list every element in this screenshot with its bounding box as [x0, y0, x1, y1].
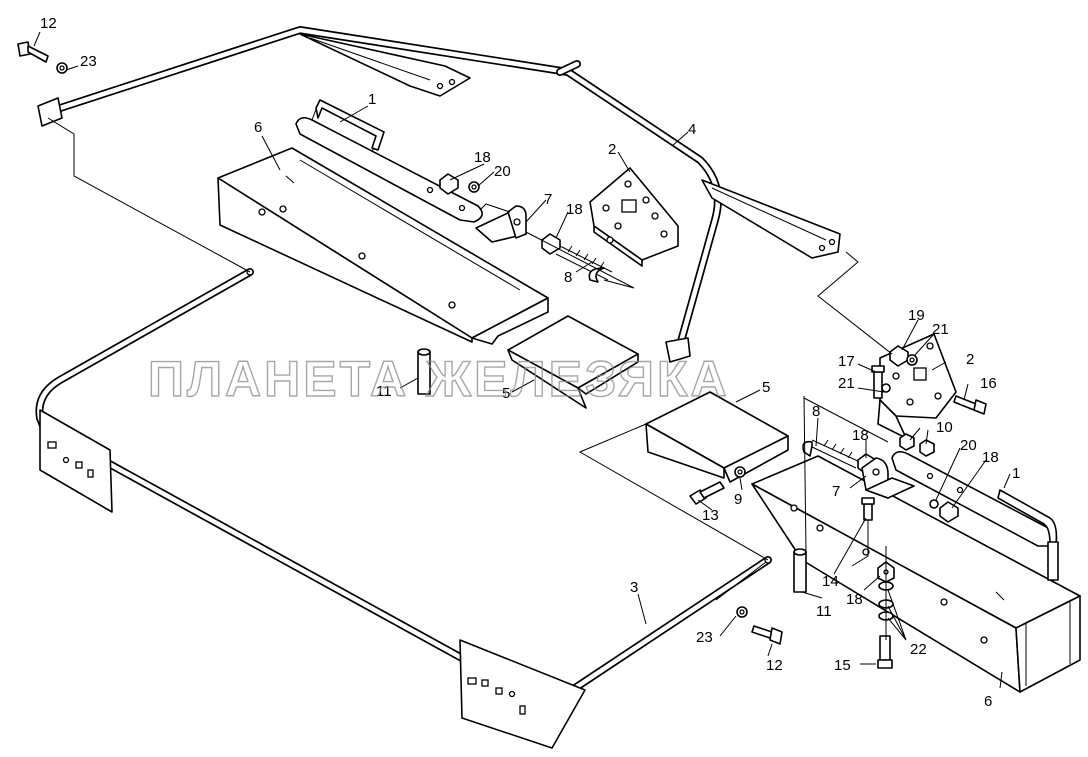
callout-4: 4	[688, 121, 696, 138]
callout-19: 19	[908, 307, 925, 324]
callout-20-upper: 20	[494, 163, 511, 180]
part-11-left-sleeve	[417, 348, 431, 395]
part-20-washer-upper	[468, 181, 480, 193]
callout-18-right-b: 18	[982, 449, 999, 466]
part-20-washer-right	[929, 499, 939, 509]
part-23-washer-bottom	[736, 606, 748, 618]
assembly-guide-lines	[47, 117, 893, 640]
callout-7-upper: 7	[544, 191, 552, 208]
callout-3: 3	[630, 579, 638, 596]
part-12-bolt-upper-left	[17, 41, 49, 63]
part-1-upper-handle	[295, 99, 483, 223]
part-14-bolt	[861, 497, 875, 521]
callout-12-bottom: 12	[766, 657, 783, 674]
callout-17: 17	[838, 353, 855, 370]
callout-22: 22	[910, 641, 927, 658]
part-18-nut-right-b	[939, 501, 959, 523]
part-23-washer-upper-left	[56, 62, 68, 74]
callout-7-right: 7	[832, 483, 840, 500]
part-15-bolt	[877, 635, 893, 669]
callout-11-right: 11	[816, 603, 832, 620]
part-16-bolt	[953, 395, 987, 415]
callout-12-upper: 12	[40, 15, 57, 32]
callout-10: 10	[936, 419, 953, 436]
part-21-washer-b	[881, 383, 891, 393]
part-8-upper-hook-bolt	[555, 245, 613, 283]
part-2-upper-plate	[589, 167, 679, 267]
part-11-right-sleeve	[793, 548, 807, 593]
part-7-right-bracket	[861, 457, 915, 499]
part-3-lower-frame	[35, 268, 772, 749]
callout-1-upper: 1	[368, 91, 376, 108]
callout-1-right: 1	[1012, 465, 1020, 482]
callout-11-left: 11	[376, 383, 392, 400]
part-9-washer	[734, 466, 746, 478]
callout-20-right: 20	[960, 437, 977, 454]
callout-6-left: 6	[254, 119, 262, 136]
callout-8-right: 8	[812, 403, 820, 420]
watermark-text: ПЛАНЕТА ЖЕЛЕЗЯКА	[148, 351, 730, 407]
callout-13: 13	[702, 507, 719, 524]
callout-leaders	[33, 31, 1011, 689]
part-1-right-handle	[891, 450, 1059, 581]
callout-16: 16	[980, 375, 997, 392]
callout-21-a: 21	[932, 321, 949, 338]
part-18-nut-upper-a	[439, 173, 459, 195]
callout-23-bottom: 23	[696, 629, 713, 646]
part-5-right-box	[645, 391, 789, 483]
callout-5-left: 5	[502, 385, 510, 402]
callout-2-upper: 2	[608, 141, 616, 158]
callout-14: 14	[822, 573, 839, 590]
callout-15: 15	[834, 657, 851, 674]
callout-2-right: 2	[966, 351, 974, 368]
callout-18-upper-a: 18	[474, 149, 491, 166]
callout-9: 9	[734, 491, 742, 508]
callout-18-right-a: 18	[852, 427, 869, 444]
callout-18-upper-b: 18	[566, 201, 583, 218]
callout-8-upper: 8	[564, 269, 572, 286]
part-21-washer-a	[906, 354, 918, 366]
part-4-upper-frame	[37, 26, 841, 363]
part-10-washers	[899, 433, 935, 457]
part-7-upper-bracket	[475, 205, 527, 243]
callout-21-b: 21	[838, 375, 855, 392]
callout-6-right: 6	[984, 693, 992, 710]
part-18-nut-upper-b	[541, 233, 561, 255]
callout-labels: 12 23 1 6 18 20 2 4 7 18 8 11 5 5 19 21 …	[40, 15, 1020, 710]
part-13-bolt	[689, 481, 725, 505]
callout-5-right: 5	[762, 379, 770, 396]
part-6-left-channel	[217, 147, 549, 345]
part-5-left-box	[507, 315, 639, 409]
callout-18-right-c: 18	[846, 591, 863, 608]
part-8-right-hook-bolt	[802, 439, 861, 469]
part-12-bolt-bottom	[751, 625, 783, 645]
callout-23-upper: 23	[80, 53, 97, 70]
